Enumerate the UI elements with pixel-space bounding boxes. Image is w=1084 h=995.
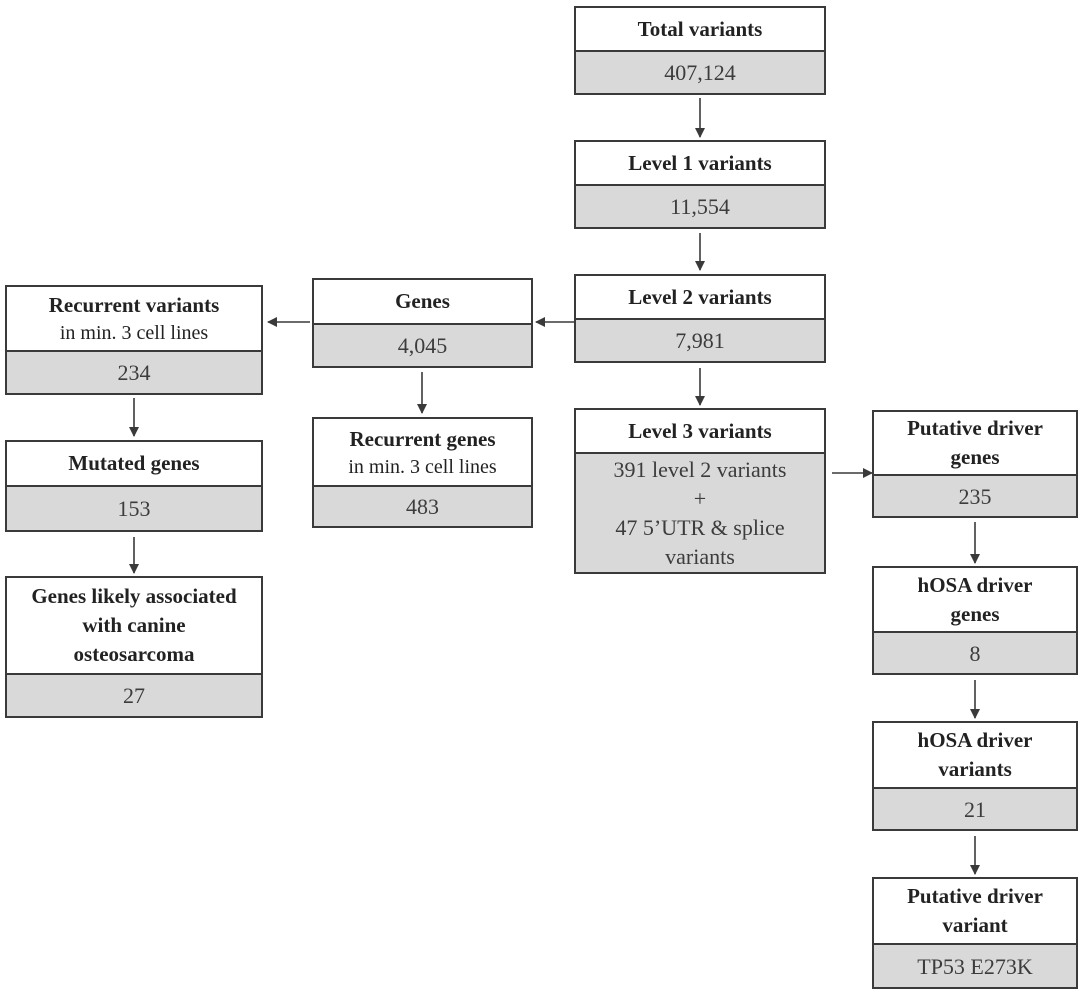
node-value-line: variants	[665, 544, 735, 569]
node-value: 483	[406, 494, 439, 519]
node-title-line: osteosarcoma	[73, 642, 195, 666]
node-subtitle: in min. 3 cell lines	[348, 455, 497, 478]
node-title-line: Putative driver	[907, 884, 1043, 908]
node-title: Total variants	[637, 16, 763, 41]
node-title-line: genes	[950, 445, 1000, 469]
node-level3-variants: Level 3 variants 391 level 2 variants + …	[574, 408, 826, 574]
node-hosa-driver-variants: hOSA driver variants 21	[872, 721, 1078, 831]
node-title: Level 2 variants	[628, 284, 772, 309]
node-recurrent-genes: Recurrent genes in min. 3 cell lines 483	[312, 417, 533, 528]
node-value: 7,981	[675, 328, 725, 353]
node-title-line: hOSA driver	[917, 572, 1033, 597]
node-value: 8	[969, 640, 981, 666]
node-value: 235	[958, 483, 992, 509]
node-value: 234	[117, 360, 151, 385]
node-title: Recurrent variants	[48, 293, 220, 317]
node-title: Mutated genes	[68, 451, 200, 475]
node-recurrent-variants: Recurrent variants in min. 3 cell lines …	[5, 285, 263, 395]
node-subtitle: in min. 3 cell lines	[59, 322, 209, 344]
node-title-line: variants	[938, 757, 1012, 781]
node-value: 27	[123, 683, 145, 708]
node-title: Level 1 variants	[628, 150, 772, 175]
node-value-line: +	[693, 486, 707, 511]
node-level1-variants: Level 1 variants 11,554	[574, 140, 826, 229]
node-title-line: genes	[950, 601, 1000, 626]
node-value: 153	[117, 496, 151, 521]
node-value: 21	[964, 796, 986, 822]
node-title-line: Genes likely associated	[31, 584, 237, 608]
node-title-line: variant	[942, 913, 1008, 937]
node-title: Genes	[395, 289, 450, 313]
node-value-line: 47 5’UTR & splice	[615, 515, 785, 540]
node-putative-driver-genes: Putative driver genes 235	[872, 410, 1078, 518]
node-title-line: Putative driver	[907, 416, 1043, 440]
node-putative-driver-variant: Putative driver variant TP53 E273K	[872, 877, 1078, 989]
node-title: Recurrent genes	[349, 426, 496, 451]
node-value-line: 391 level 2 variants	[613, 457, 787, 482]
node-hosa-driver-genes: hOSA driver genes 8	[872, 566, 1078, 675]
node-genes-likely-associated: Genes likely associated with canine oste…	[5, 576, 263, 718]
node-mutated-genes: Mutated genes 153	[5, 440, 263, 532]
node-value: 11,554	[670, 194, 730, 219]
node-value: 4,045	[397, 333, 448, 358]
node-value: 407,124	[664, 60, 736, 85]
node-genes: Genes 4,045	[312, 278, 533, 368]
node-title-line: hOSA driver	[917, 728, 1033, 752]
node-title: Level 3 variants	[628, 418, 772, 443]
node-total-variants: Total variants 407,124	[574, 6, 826, 95]
node-title-line: with canine	[82, 613, 186, 637]
node-level2-variants: Level 2 variants 7,981	[574, 274, 826, 363]
node-value: TP53 E273K	[917, 953, 1033, 979]
